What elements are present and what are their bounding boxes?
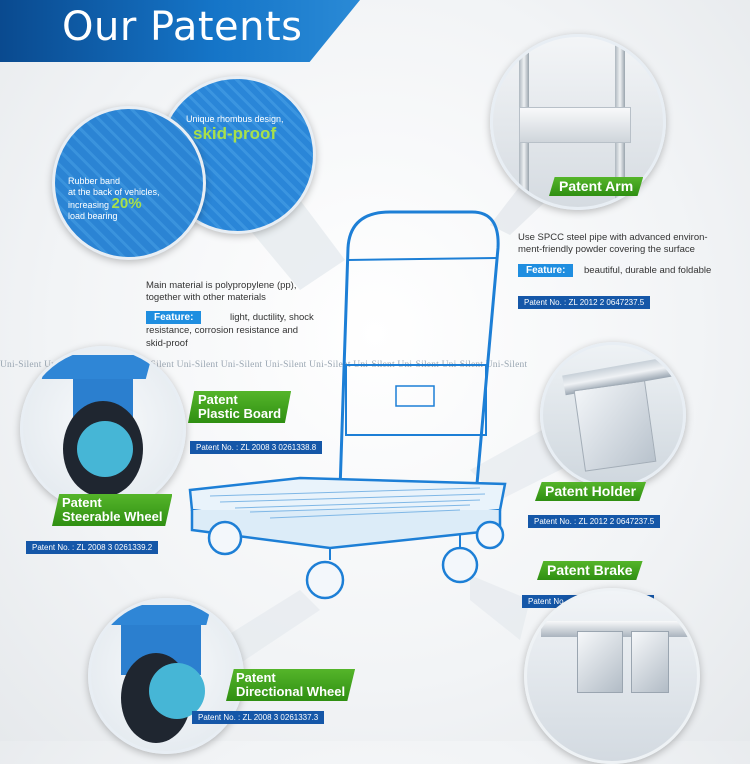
holder-patent-number: Patent No. : ZL 2012 2 0647237.5 <box>528 515 661 528</box>
directional-tag-line2: Directional Wheel <box>236 684 346 699</box>
material-feature-tag: Feature: <box>146 311 202 324</box>
rubber-line-1: Rubber band <box>68 176 121 186</box>
steerable-tag-line2: Steerable Wheel <box>62 509 163 524</box>
holder-bracket <box>573 380 657 472</box>
rubber-line-2: at the back of vehicles, <box>68 187 160 197</box>
steerable-tag-line1: Patent <box>62 495 102 510</box>
arm-desc-1: Use SPCC steel pipe with advanced enviro… <box>518 232 708 243</box>
arm-feature-tag: Feature: <box>518 264 574 277</box>
arm-desc-2: ment-friendly powder covering the surfac… <box>518 244 695 255</box>
steerable-wheel-tag: Patent Steerable Wheel <box>52 494 173 526</box>
rubber-caption: Rubber band at the back of vehicles, inc… <box>68 176 160 222</box>
rubber-highlight: 20% <box>111 195 142 212</box>
directional-wheel-tag: Patent Directional Wheel <box>226 669 356 701</box>
steerable-patent-number: Patent No. : ZL 2008 3 0261339.2 <box>26 541 159 554</box>
brake-block-1 <box>577 631 623 693</box>
material-feature-1: light, ductility, shock <box>230 312 314 323</box>
material-line-2: together with other materials <box>146 292 266 303</box>
rubber-line-4: load bearing <box>68 211 118 221</box>
board-patent-number: Patent No. : ZL 2008 3 0261338.8 <box>190 441 323 454</box>
caster-hub <box>77 421 133 477</box>
steerable-wheel-image <box>20 346 186 512</box>
patent-arm-tag: Patent Arm <box>549 177 644 196</box>
material-feature-2: resistance, corrosion resistance and <box>146 325 299 336</box>
arm-feature-text: beautiful, durable and foldable <box>584 265 712 276</box>
directional-patent-number: Patent No. : ZL 2008 3 0261337.3 <box>192 711 325 724</box>
arm-clamp <box>519 107 631 143</box>
material-feature-3: skid-proof <box>146 338 188 349</box>
fixed-caster-plate <box>106 605 212 625</box>
plastic-board-tag: Patent Plastic Board <box>188 391 292 423</box>
page-title: Our Patents <box>62 4 303 50</box>
rhombus-caption: Unique rhombus design, <box>186 114 284 124</box>
board-tag-line2: Plastic Board <box>198 406 282 421</box>
rubber-line-3: increasing <box>68 200 110 210</box>
caster-plate <box>41 355 153 379</box>
rubber-band-image <box>52 106 206 260</box>
title-banner <box>0 0 360 62</box>
board-tag-line1: Patent <box>198 392 238 407</box>
patent-holder-image <box>540 342 686 488</box>
patent-brake-tag: Patent Brake <box>537 561 643 580</box>
fixed-caster-hub <box>149 663 205 719</box>
directional-wheel-image <box>88 598 244 754</box>
patent-holder-tag: Patent Holder <box>535 482 647 501</box>
patent-brake-image <box>524 588 700 764</box>
arm-patent-number: Patent No. : ZL 2012 2 0647237.5 <box>518 296 651 309</box>
trolley-illustration <box>188 210 507 600</box>
brake-block-2 <box>631 631 669 693</box>
rhombus-highlight: skid-proof <box>193 124 277 143</box>
watermark-text: Uni-Silent Uni-Silent Uni-Silent Uni-Sil… <box>0 360 528 370</box>
material-line-1: Main material is polypropylene (pp), <box>146 280 297 291</box>
directional-tag-line1: Patent <box>236 670 276 685</box>
